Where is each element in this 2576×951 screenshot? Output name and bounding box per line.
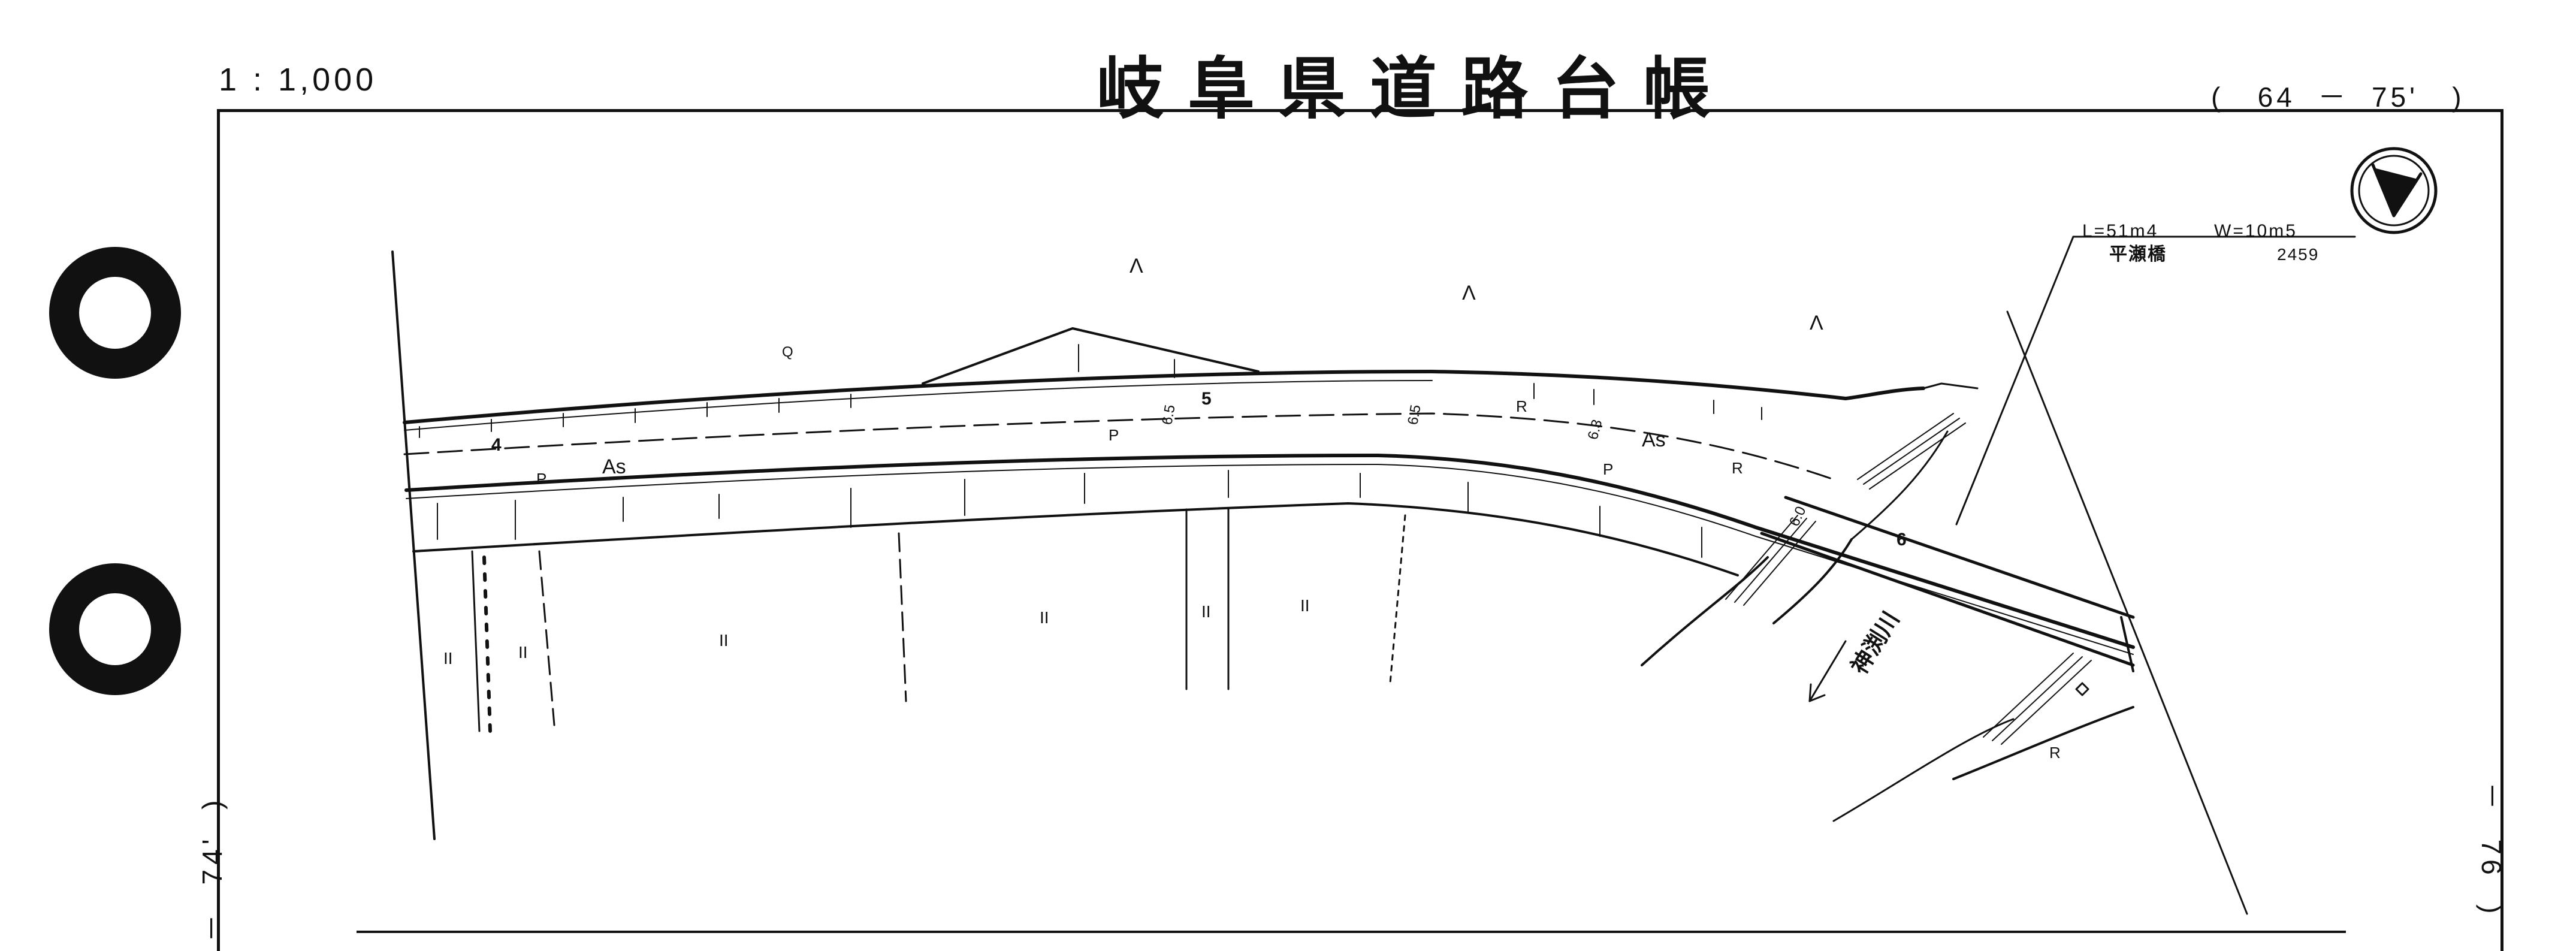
paddy-symbol: II — [518, 643, 528, 662]
road-width: 6.5 — [1159, 403, 1178, 426]
retaining-label: R — [1516, 397, 1527, 415]
river-flow-arrow — [1808, 640, 1847, 702]
paddy-symbol: II — [719, 631, 729, 650]
surface-label: As — [602, 455, 626, 478]
bridge-length: L=51m4 — [2082, 221, 2158, 241]
road-width: 6.5 — [1405, 403, 1424, 426]
bridge-number: 2459 — [2277, 245, 2319, 264]
retaining-label: R — [1732, 459, 1743, 477]
river-bank-left — [1772, 538, 1853, 624]
page-title: 岐阜県道路台帳 — [1097, 52, 1734, 126]
map-frame — [217, 109, 2503, 951]
bridge-deck-lower — [1760, 532, 2135, 667]
pole-label: P — [1603, 460, 1613, 478]
paddy-symbol: II — [1300, 596, 1310, 615]
slope-ticks-lower — [437, 470, 1702, 558]
paddy-symbol: II — [1201, 602, 1211, 621]
river-bank-upper — [1850, 430, 1949, 541]
river-flow-arrowhead — [1808, 683, 1826, 702]
bottom-rule — [357, 931, 2346, 933]
bridge-leader-line — [1955, 236, 2074, 526]
bridge-marker — [2075, 682, 2089, 696]
bridge-width: W=10m5 — [2214, 221, 2297, 241]
surface-label: As — [1642, 428, 1666, 451]
river-bank-right — [1952, 706, 2134, 780]
slope-ticks-upper — [419, 344, 1762, 438]
field-symbol: Λ — [1130, 255, 1143, 277]
embankment-toe — [412, 502, 1739, 576]
misc-symbol: Q — [782, 344, 793, 360]
sheet-reference: ( 64 － 75' ) — [2211, 81, 2465, 113]
pole-label: P — [1109, 426, 1119, 444]
road-centerline — [403, 412, 1835, 481]
road-edge-lower — [404, 454, 2135, 649]
station-number: 5 — [1201, 389, 1212, 409]
road-edge-upper-end — [1922, 382, 1979, 390]
bridge-name: 平瀬橋 — [2109, 244, 2167, 264]
retaining-label: R — [2049, 744, 2061, 762]
road-width: 6.3 — [1585, 418, 1606, 441]
road-edge-upper — [403, 370, 1925, 424]
road-verge-lower — [406, 464, 2134, 655]
retaining-wall-hatch — [1725, 413, 2092, 745]
parcel-boundary-line — [391, 250, 436, 840]
bridge-deck-upper — [1784, 496, 2135, 619]
road-verge-upper — [404, 380, 1433, 431]
river-bank-left-outer — [1641, 556, 1769, 666]
station-number: 4 — [491, 435, 502, 455]
map-scale: 1 : 1,000 — [219, 62, 378, 98]
paddy-symbol: II — [1040, 608, 1049, 627]
field-symbol: Λ — [1462, 282, 1476, 304]
bridge-abutment — [2120, 616, 2134, 672]
field-symbol: Λ — [1810, 312, 1823, 334]
paddy-symbol: II — [443, 649, 453, 668]
station-number: 6 — [1896, 530, 1907, 550]
fence-marks — [482, 555, 492, 733]
slope-hill — [922, 327, 1260, 385]
sheet-diagonal-line — [2006, 310, 2248, 915]
pole-label: P — [536, 470, 546, 488]
river-label: 神渕川 — [1847, 608, 1904, 679]
parcel-lines — [471, 508, 1406, 732]
north-arrow-icon — [2350, 147, 2438, 234]
